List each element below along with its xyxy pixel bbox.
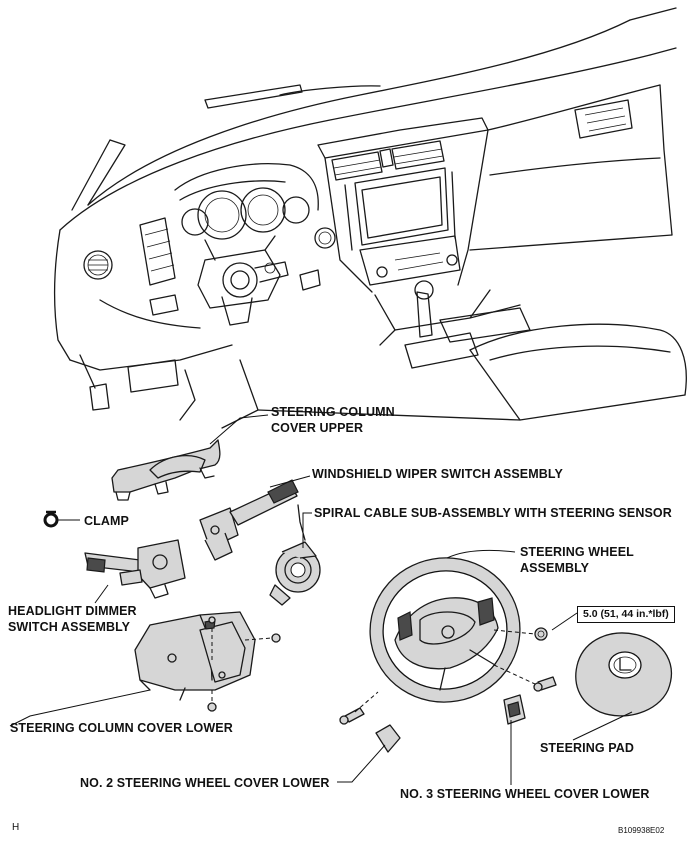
steering-wheel-nut: [534, 627, 548, 641]
label-steering-column-cover-upper-line1: STEERING COLUMN: [271, 405, 395, 419]
label-steering-wheel-assembly-line1: STEERING WHEEL: [520, 545, 634, 559]
steering-column-cover-lower-part: [134, 611, 281, 712]
label-steering-column-cover-upper-line2: COVER UPPER: [271, 421, 364, 435]
label-headlight-dimmer-line1: HEADLIGHT DIMMER: [8, 604, 137, 618]
label-steering-pad: STEERING PAD: [540, 741, 635, 755]
screw-left: [339, 707, 365, 725]
label-steering-wheel-assembly-line2: ASSEMBLY: [520, 561, 590, 575]
label-headlight-dimmer-line2: SWITCH ASSEMBLY: [8, 620, 131, 634]
figure-id: B109938E02: [618, 826, 665, 835]
no2-steering-wheel-cover-lower-part: [375, 724, 401, 753]
label-headlight-dimmer-switch-assembly: HEADLIGHT DIMMER SWITCH ASSEMBLY: [8, 603, 137, 635]
instrument-panel-drawing: [54, 7, 687, 429]
steering-wheel-part: [369, 557, 521, 703]
steering-pad-part: [575, 632, 672, 717]
no3-steering-wheel-cover-lower-part: [503, 694, 526, 725]
footer-left-code: H: [12, 822, 20, 833]
label-clamp: CLAMP: [84, 514, 129, 528]
label-steering-column-cover-upper: STEERING COLUMN COVER UPPER: [271, 404, 395, 436]
label-no3-steering-wheel-cover-lower: NO. 3 STEERING WHEEL COVER LOWER: [400, 787, 650, 801]
torque-spec-box: 5.0 (51, 44 in.*lbf): [577, 606, 675, 623]
spiral-cable-part: [269, 504, 321, 606]
headlight-dimmer-switch-part: [84, 539, 186, 599]
clamp-part: [43, 510, 59, 528]
windshield-wiper-switch-part: [199, 479, 299, 561]
leader-lines: [9, 414, 633, 785]
screw-right: [533, 676, 557, 692]
label-windshield-wiper-switch-assembly: WINDSHIELD WIPER SWITCH ASSEMBLY: [312, 467, 563, 481]
label-no2-steering-wheel-cover-lower: NO. 2 STEERING WHEEL COVER LOWER: [80, 776, 330, 790]
label-spiral-cable: SPIRAL CABLE SUB-ASSEMBLY WITH STEERING …: [314, 506, 672, 520]
label-steering-wheel-assembly: STEERING WHEEL ASSEMBLY: [520, 544, 634, 576]
label-steering-column-cover-lower: STEERING COLUMN COVER LOWER: [10, 721, 233, 735]
steering-column-cover-upper-part: [111, 439, 221, 501]
